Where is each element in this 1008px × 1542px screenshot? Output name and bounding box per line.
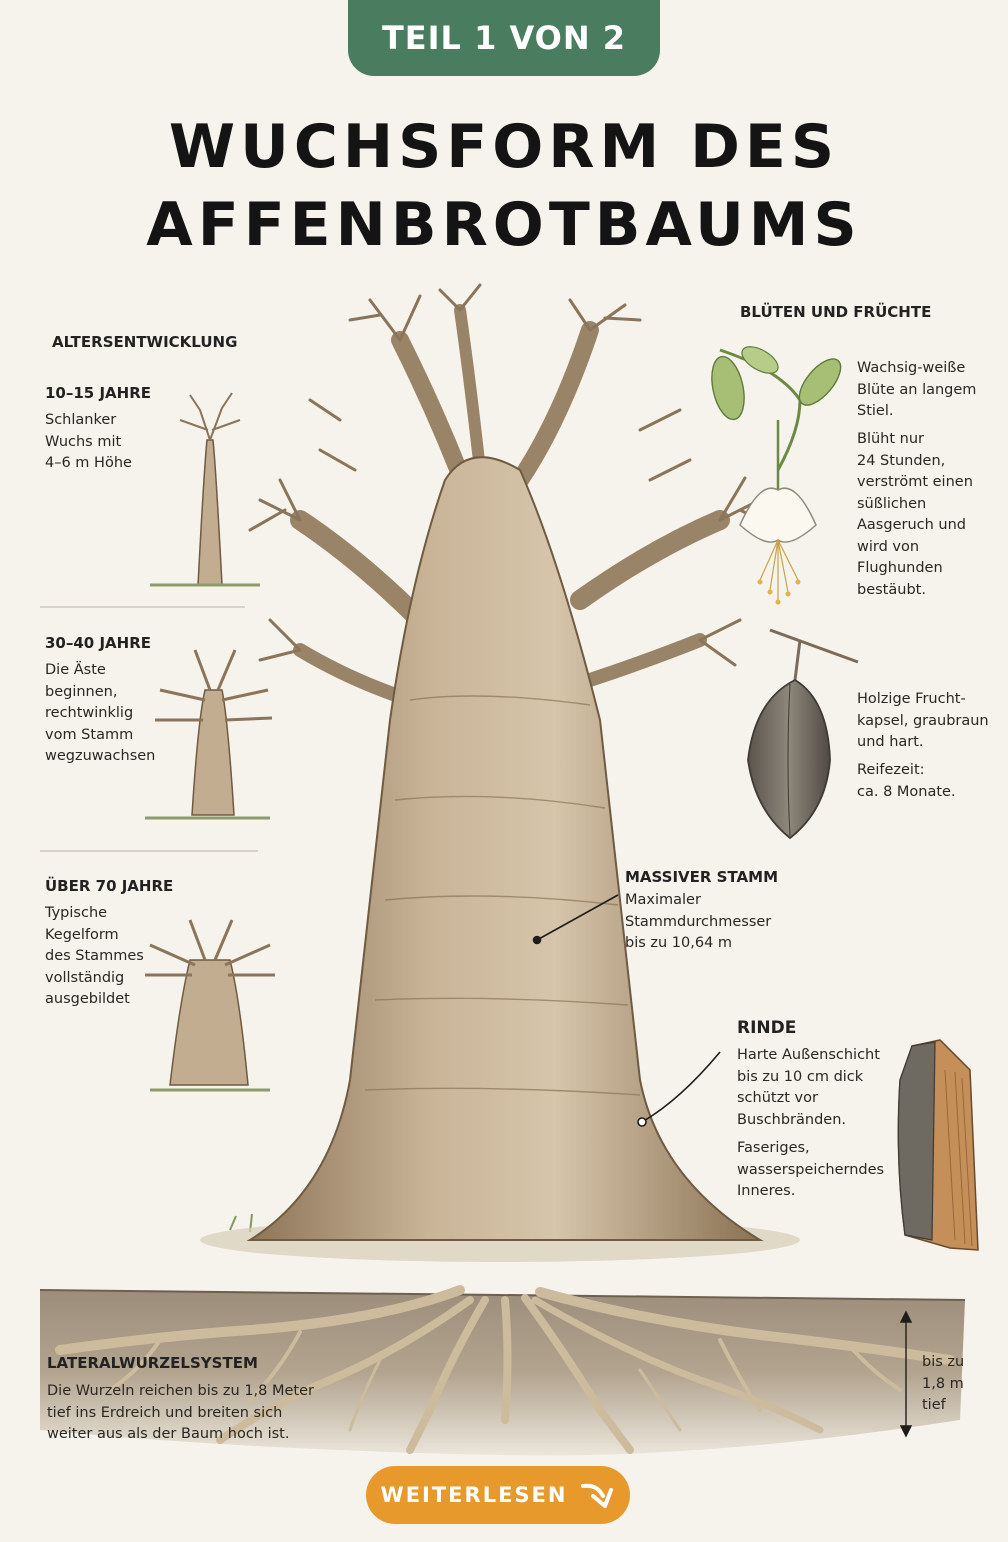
page-title: WUCHSFORM DES AFFENBROTBAUMS (0, 108, 1008, 264)
title-line-2: AFFENBROTBAUMS (146, 190, 862, 260)
flower-line: bestäubt. (857, 581, 926, 598)
depth-line: bis zu (922, 1354, 965, 1370)
bark-line: bis zu 10 cm dick (737, 1068, 864, 1085)
depth-line: 1,8 m (922, 1375, 964, 1392)
roots-line: weiter aus als der Baum hoch ist. (47, 1426, 290, 1442)
trunk-description: Maximaler Stammdurchmesser bis zu 10,64 … (625, 890, 771, 955)
flower-line: Aasgeruch und (857, 517, 966, 533)
depth-indicator (899, 1310, 913, 1438)
age-development-heading: ALTERSENTWICKLUNG (52, 333, 238, 351)
flowers-fruits-heading: BLÜTEN UND FRÜCHTE (740, 303, 932, 321)
stage-3-line: Typische (45, 905, 108, 921)
bark-sample-illustration (897, 1039, 979, 1251)
stage-2-line: Die Äste (45, 662, 106, 678)
flower-description: Wachsig-weiße Blüte an langem Stiel. (857, 358, 976, 423)
bark-inner-description: Faseriges, wasserspeicherndes Inneres. (737, 1138, 884, 1203)
bark-description: Harte Außenschicht bis zu 10 cm dick sch… (737, 1045, 880, 1131)
flower-line: Blüht nur (857, 431, 924, 447)
baobab-fruit-illustration (747, 628, 859, 840)
continue-reading-button[interactable]: WEITERLESEN (366, 1466, 630, 1524)
trunk-line: Maximaler (625, 892, 701, 908)
flower-line: Blüte an langem (857, 381, 977, 398)
stage-1-label: 10–15 JAHRE (45, 384, 152, 402)
arrow-down-right-icon (581, 1483, 614, 1508)
bark-line: Inneres. (737, 1183, 796, 1199)
stage-2-label: 30–40 JAHRE (45, 634, 152, 652)
stage-3-text: Typische Kegelform des Stammes vollständ… (45, 903, 144, 1011)
young-tree-10-15 (150, 392, 260, 587)
flower-line: wird von (857, 538, 920, 555)
leader-lines (532, 894, 721, 1127)
stage-3-line: vollständig (45, 969, 125, 986)
flower-line: verströmt einen (857, 474, 973, 490)
part-indicator-label: TEIL 1 VON 2 (381, 19, 627, 57)
stage-1-line: 4–6 m Höhe (45, 455, 132, 471)
tree-over-70 (145, 919, 275, 1092)
stage-3-label: ÜBER 70 JAHRE (45, 877, 174, 895)
root-depth-label: bis zu 1,8 m tief (922, 1352, 964, 1417)
fruit-description: Holzige Frucht- kapsel, graubraun und ha… (857, 689, 989, 754)
depth-line: tief (922, 1397, 946, 1413)
trunk-line: Stammdurchmesser (625, 913, 772, 930)
bark-line: Faseriges, (737, 1140, 810, 1156)
roots-heading: LATERALWURZELSYSTEM (47, 1354, 258, 1372)
fruit-line: kapsel, graubraun (857, 712, 989, 729)
stage-1-text: Schlanker Wuchs mit 4–6 m Höhe (45, 410, 132, 475)
bark-line: Harte Außenschicht (737, 1047, 880, 1063)
trunk-line: bis zu 10,64 m (625, 935, 733, 951)
flower-line: Wachsig-weiße (857, 360, 966, 376)
root-system (55, 1285, 955, 1454)
tree-30-40 (145, 649, 273, 820)
stage-3-line: Kegelform (45, 926, 119, 943)
fruit-line: Reifezeit: (857, 762, 925, 778)
title-line-1: WUCHSFORM DES (168, 112, 840, 182)
stage-3-line: des Stammes (45, 948, 144, 964)
flower-line: 24 Stunden, (857, 452, 946, 469)
flower-bloom-description: Blüht nur 24 Stunden, verströmt einen sü… (857, 429, 973, 601)
stage-2-text: Die Äste beginnen, rechtwinklig vom Stam… (45, 660, 155, 768)
stage-2-line: vom Stamm (45, 726, 134, 743)
fruit-line: ca. 8 Monate. (857, 783, 956, 800)
bark-line: Buschbränden. (737, 1111, 847, 1128)
flower-line: Flughunden (857, 560, 943, 576)
fruit-line: Holzige Frucht- (857, 691, 966, 707)
fruit-line: und hart. (857, 734, 924, 750)
stage-2-line: wegzuwachsen (45, 748, 156, 764)
baobab-flower-illustration (711, 346, 842, 605)
stage-2-line: rechtwinklig (45, 705, 134, 721)
main-baobab-tree (246, 283, 782, 1241)
roots-description: Die Wurzeln reichen bis zu 1,8 Meter tie… (47, 1381, 314, 1446)
stage-1-line: Wuchs mit (45, 433, 122, 450)
continue-reading-label: WEITERLESEN (380, 1483, 568, 1507)
trunk-heading: MASSIVER STAMM (625, 868, 779, 886)
stage-2-line: beginnen, (45, 683, 118, 700)
bark-line: wasserspeicherndes (737, 1161, 885, 1178)
roots-line: tief ins Erdreich und breiten sich (47, 1404, 283, 1421)
stage-3-line: ausgebildet (45, 991, 130, 1007)
stage-1-line: Schlanker (45, 412, 117, 428)
fruit-ripening: Reifezeit: ca. 8 Monate. (857, 760, 956, 803)
flower-line: Stiel. (857, 403, 894, 419)
flower-line: süßlichen (857, 495, 927, 512)
part-indicator-tab: TEIL 1 VON 2 (348, 0, 660, 76)
bark-line: schützt vor (737, 1090, 818, 1106)
roots-line: Die Wurzeln reichen bis zu 1,8 Meter (47, 1383, 315, 1399)
bark-heading: RINDE (737, 1018, 797, 1038)
